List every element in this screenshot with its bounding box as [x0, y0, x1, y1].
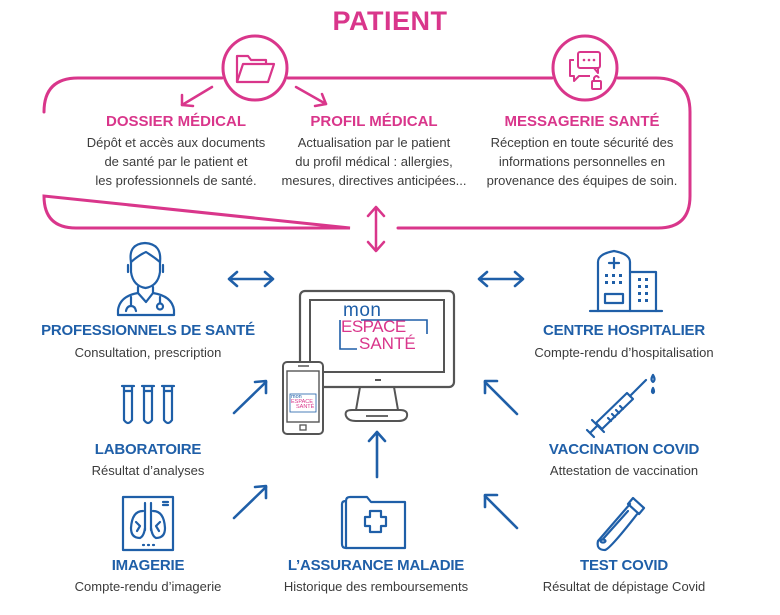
messagerie-sante-title: MESSAGERIE SANTÉ [504, 113, 660, 130]
vaccination-covid-desc: Attestation de vaccination [549, 463, 699, 478]
arrow-to-profil-icon [294, 85, 328, 108]
dossier-medical-desc: Dépôt et accès aux documents de santé pa… [56, 133, 296, 190]
doctor-icon [116, 241, 176, 317]
arrow-from-test-covid-icon [483, 493, 519, 530]
profil-medical-title: PROFIL MÉDICAL [310, 113, 438, 130]
professionnels-title: PROFESSIONNELS DE SANTÉ [41, 322, 255, 339]
logo-line-3: SANTÉ [359, 334, 416, 353]
arrow-from-imagerie-icon [232, 484, 268, 520]
logo-line-1: mon [343, 300, 382, 321]
centre-hospitalier-title: CENTRE HOSPITALIER [543, 322, 705, 339]
secure-chat-icon [551, 34, 619, 102]
imagerie-title: IMAGERIE [111, 557, 185, 574]
monitor-icon [298, 289, 456, 422]
arrow-to-dossier-icon [180, 85, 214, 108]
desc-line: les professionnels de santé. [95, 173, 257, 188]
dossier-medical-title: DOSSIER MÉDICAL [105, 113, 246, 130]
patient-title: PATIENT [332, 6, 448, 36]
desc-line: mesures, directives anticipées... [281, 173, 467, 188]
arrow-from-assurance-icon [367, 430, 387, 479]
messagerie-sante-desc: Réception en toute sécurité des informat… [462, 133, 702, 190]
test-covid-title: TEST COVID [579, 557, 668, 574]
desc-line: informations personnelles en [498, 154, 666, 169]
desc-line: Dépôt et accès aux documents [86, 135, 266, 150]
desc-line: Actualisation par le patient [297, 135, 451, 150]
hospital-icon [588, 249, 664, 313]
laboratoire-title: LABORATOIRE [94, 441, 202, 458]
xray-lungs-icon [121, 495, 175, 552]
professionnels-desc: Consultation, prescription [74, 345, 222, 360]
double-arrow-left-icon [227, 270, 275, 288]
phone-logo-line-3: SANTÉ [296, 404, 315, 410]
phone-logo-line-2: ESPACE [291, 399, 313, 405]
profil-medical-desc: Actualisation par le patient du profil m… [254, 133, 494, 190]
vaccination-covid-title: VACCINATION COVID [548, 441, 700, 458]
swab-tube-icon [596, 496, 646, 552]
centre-hospitalier-desc: Compte-rendu d’hospitalisation [534, 345, 714, 360]
laboratoire-desc: Résultat d’analyses [91, 463, 205, 478]
hospital-windows [605, 274, 648, 302]
test-tubes-icon [120, 384, 176, 425]
medical-folder-icon [340, 495, 407, 550]
phone-icon [282, 361, 324, 435]
test-covid-desc: Résultat de dépistage Covid [542, 579, 706, 594]
assurance-maladie-title: L’ASSURANCE MALADIE [287, 557, 465, 574]
imagerie-desc: Compte-rendu d’imagerie [74, 579, 222, 594]
arrow-from-vaccination-icon [483, 379, 519, 416]
desc-line: provenance des équipes de soin. [486, 173, 678, 188]
logo-mon-espace-sante: mon ESPACE SANTÉ [340, 300, 440, 353]
folder-open-icon [221, 34, 289, 102]
double-arrow-right-icon [477, 270, 525, 288]
assurance-maladie-desc: Historique des remboursements [283, 579, 469, 594]
syringe-icon [585, 373, 656, 439]
phone-logo-line-1: mon [291, 394, 302, 400]
double-arrow-vertical-icon [366, 205, 386, 253]
desc-line: Réception en toute sécurité des [490, 135, 674, 150]
desc-line: du profil médical : allergies, [295, 154, 453, 169]
logo-line-2: ESPACE [341, 317, 406, 336]
phone-logo: mon ESPACE SANTÉ [291, 394, 317, 410]
arrow-from-laboratoire-icon [232, 379, 268, 415]
desc-line: de santé par le patient et [104, 154, 248, 169]
